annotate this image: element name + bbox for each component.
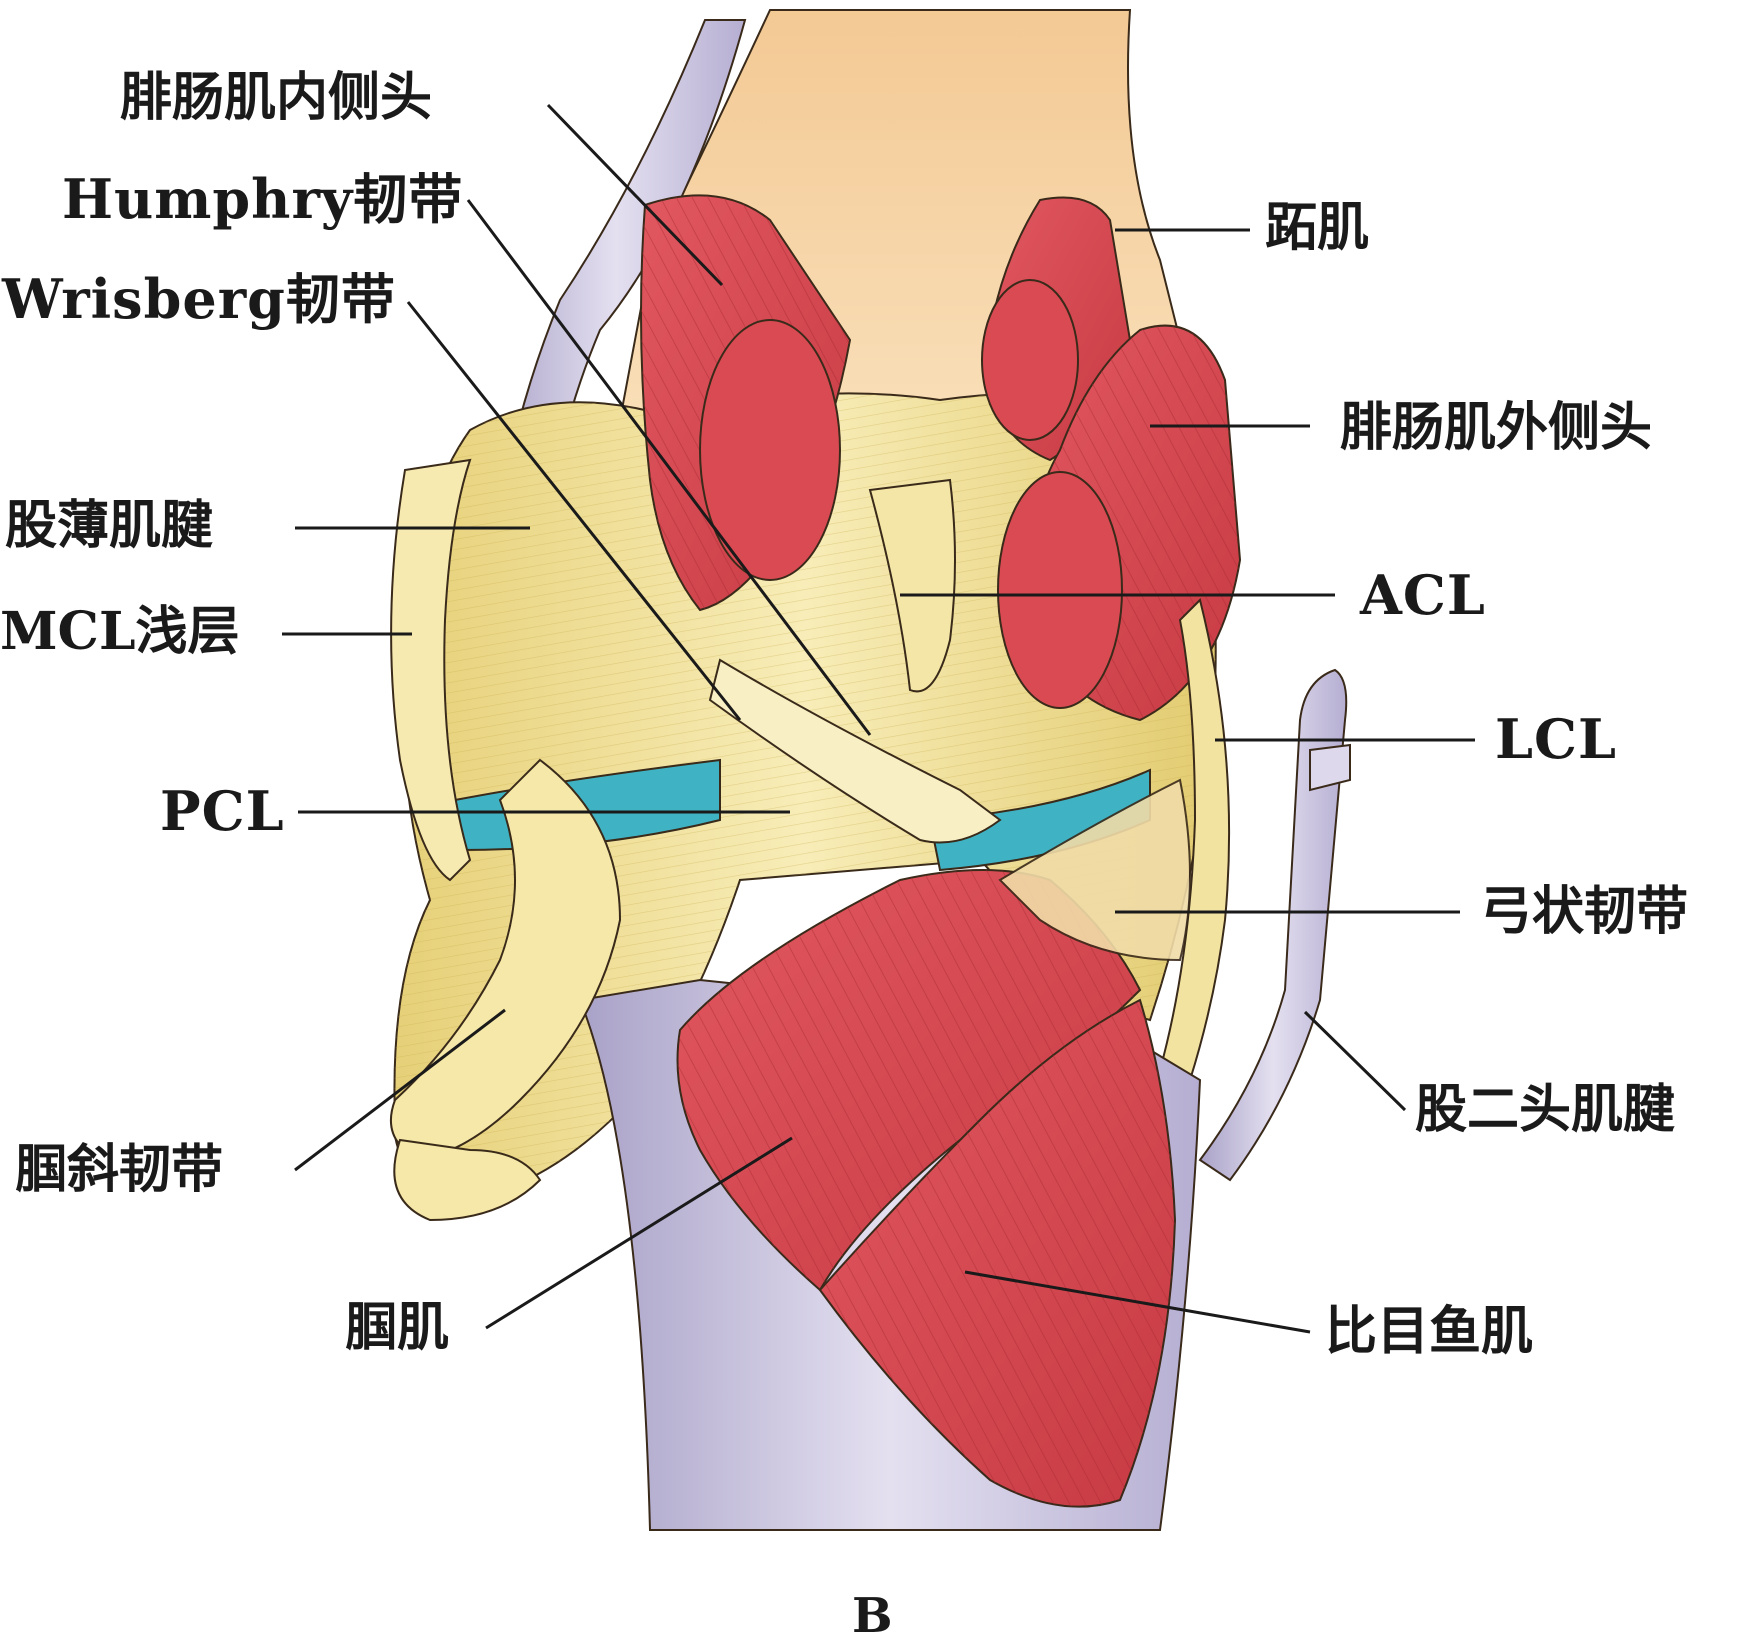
leader-popliteus	[485, 1136, 793, 1330]
biceps-femoris-tip	[1309, 743, 1351, 792]
popliteus-fibers	[677, 870, 1140, 1290]
arcuate-ligament	[998, 778, 1191, 962]
mcl-superficial	[390, 458, 472, 882]
leader-humphry	[466, 199, 872, 736]
label-oblique-popliteal-ligament: 腘斜韧带	[15, 1139, 224, 1200]
biceps-femoris-tendon	[1198, 668, 1348, 1182]
plantaris-cut	[981, 279, 1079, 441]
label-acl: ACL	[1360, 563, 1486, 627]
leader-soleus	[964, 1270, 1311, 1334]
gastrocnemius-lateral-cut	[997, 471, 1123, 709]
acl	[868, 478, 956, 693]
label-gastrocnemius-lateral-head: 腓肠肌外侧头	[1340, 397, 1653, 458]
leader-gastroc-medial	[546, 103, 724, 287]
oblique-popliteal-hook	[393, 1138, 542, 1222]
label-soleus: 比目鱼肌	[1325, 1301, 1534, 1362]
label-arcuate-ligament: 弓状韧带	[1480, 881, 1689, 942]
label-wrisberg-ligament: Wrisberg韧带	[2, 267, 396, 331]
soleus-fibers	[820, 1000, 1175, 1507]
label-mcl-superficial: MCL浅层	[0, 601, 240, 662]
label-popliteus: 腘肌	[345, 1297, 450, 1358]
leader-oblique-popliteal	[294, 1008, 506, 1172]
leader-lines	[282, 103, 1475, 1334]
leader-wrisberg	[406, 301, 742, 721]
panel-letter: B	[852, 1588, 893, 1644]
label-biceps-femoris-tendon: 股二头肌腱	[1415, 1079, 1676, 1140]
meniscofemoral-ligaments	[708, 658, 1002, 844]
label-pcl: PCL	[160, 779, 285, 843]
label-humphry-ligament: Humphry韧带	[62, 167, 464, 231]
label-lcl: LCL	[1495, 707, 1617, 771]
gastrocnemius-medial-cut	[699, 319, 841, 581]
leader-biceps	[1303, 1010, 1407, 1112]
label-gracilis-tendon: 股薄肌腱	[5, 495, 214, 556]
label-plantaris: 跖肌	[1265, 197, 1370, 258]
label-gastrocnemius-medial-head: 腓肠肌内侧头	[120, 67, 433, 128]
